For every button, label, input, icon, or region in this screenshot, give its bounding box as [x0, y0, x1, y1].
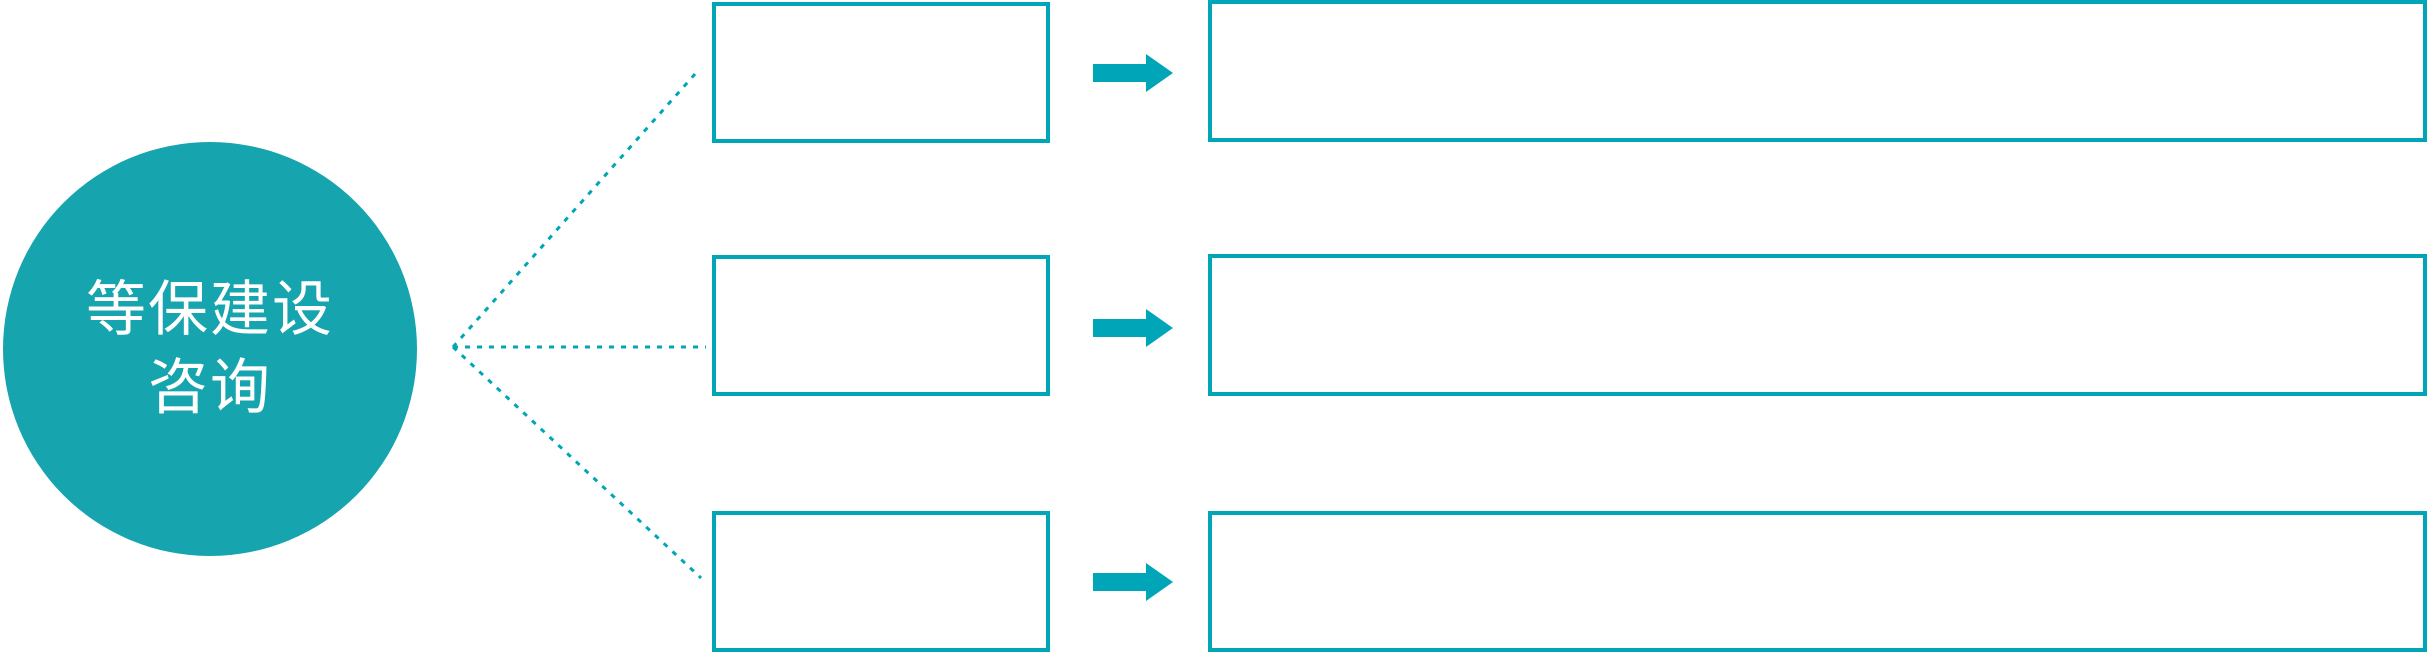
hub-title-line1: 等保建设	[86, 276, 334, 343]
description-box-3	[1208, 511, 2427, 652]
hub-circle: 等保建设 咨询	[3, 142, 417, 556]
right-arrow-icon	[1093, 309, 1173, 347]
right-arrow-icon	[1093, 563, 1173, 601]
hub-title-line2: 咨询	[148, 354, 272, 421]
connector-line-top	[451, 73, 697, 348]
category-box-2	[712, 255, 1050, 396]
category-box-1	[712, 2, 1050, 143]
description-box-1	[1208, 0, 2427, 142]
description-box-2	[1208, 254, 2427, 396]
connector-line-bottom	[451, 345, 703, 580]
right-arrow-icon	[1093, 54, 1173, 92]
category-box-3	[712, 511, 1050, 652]
